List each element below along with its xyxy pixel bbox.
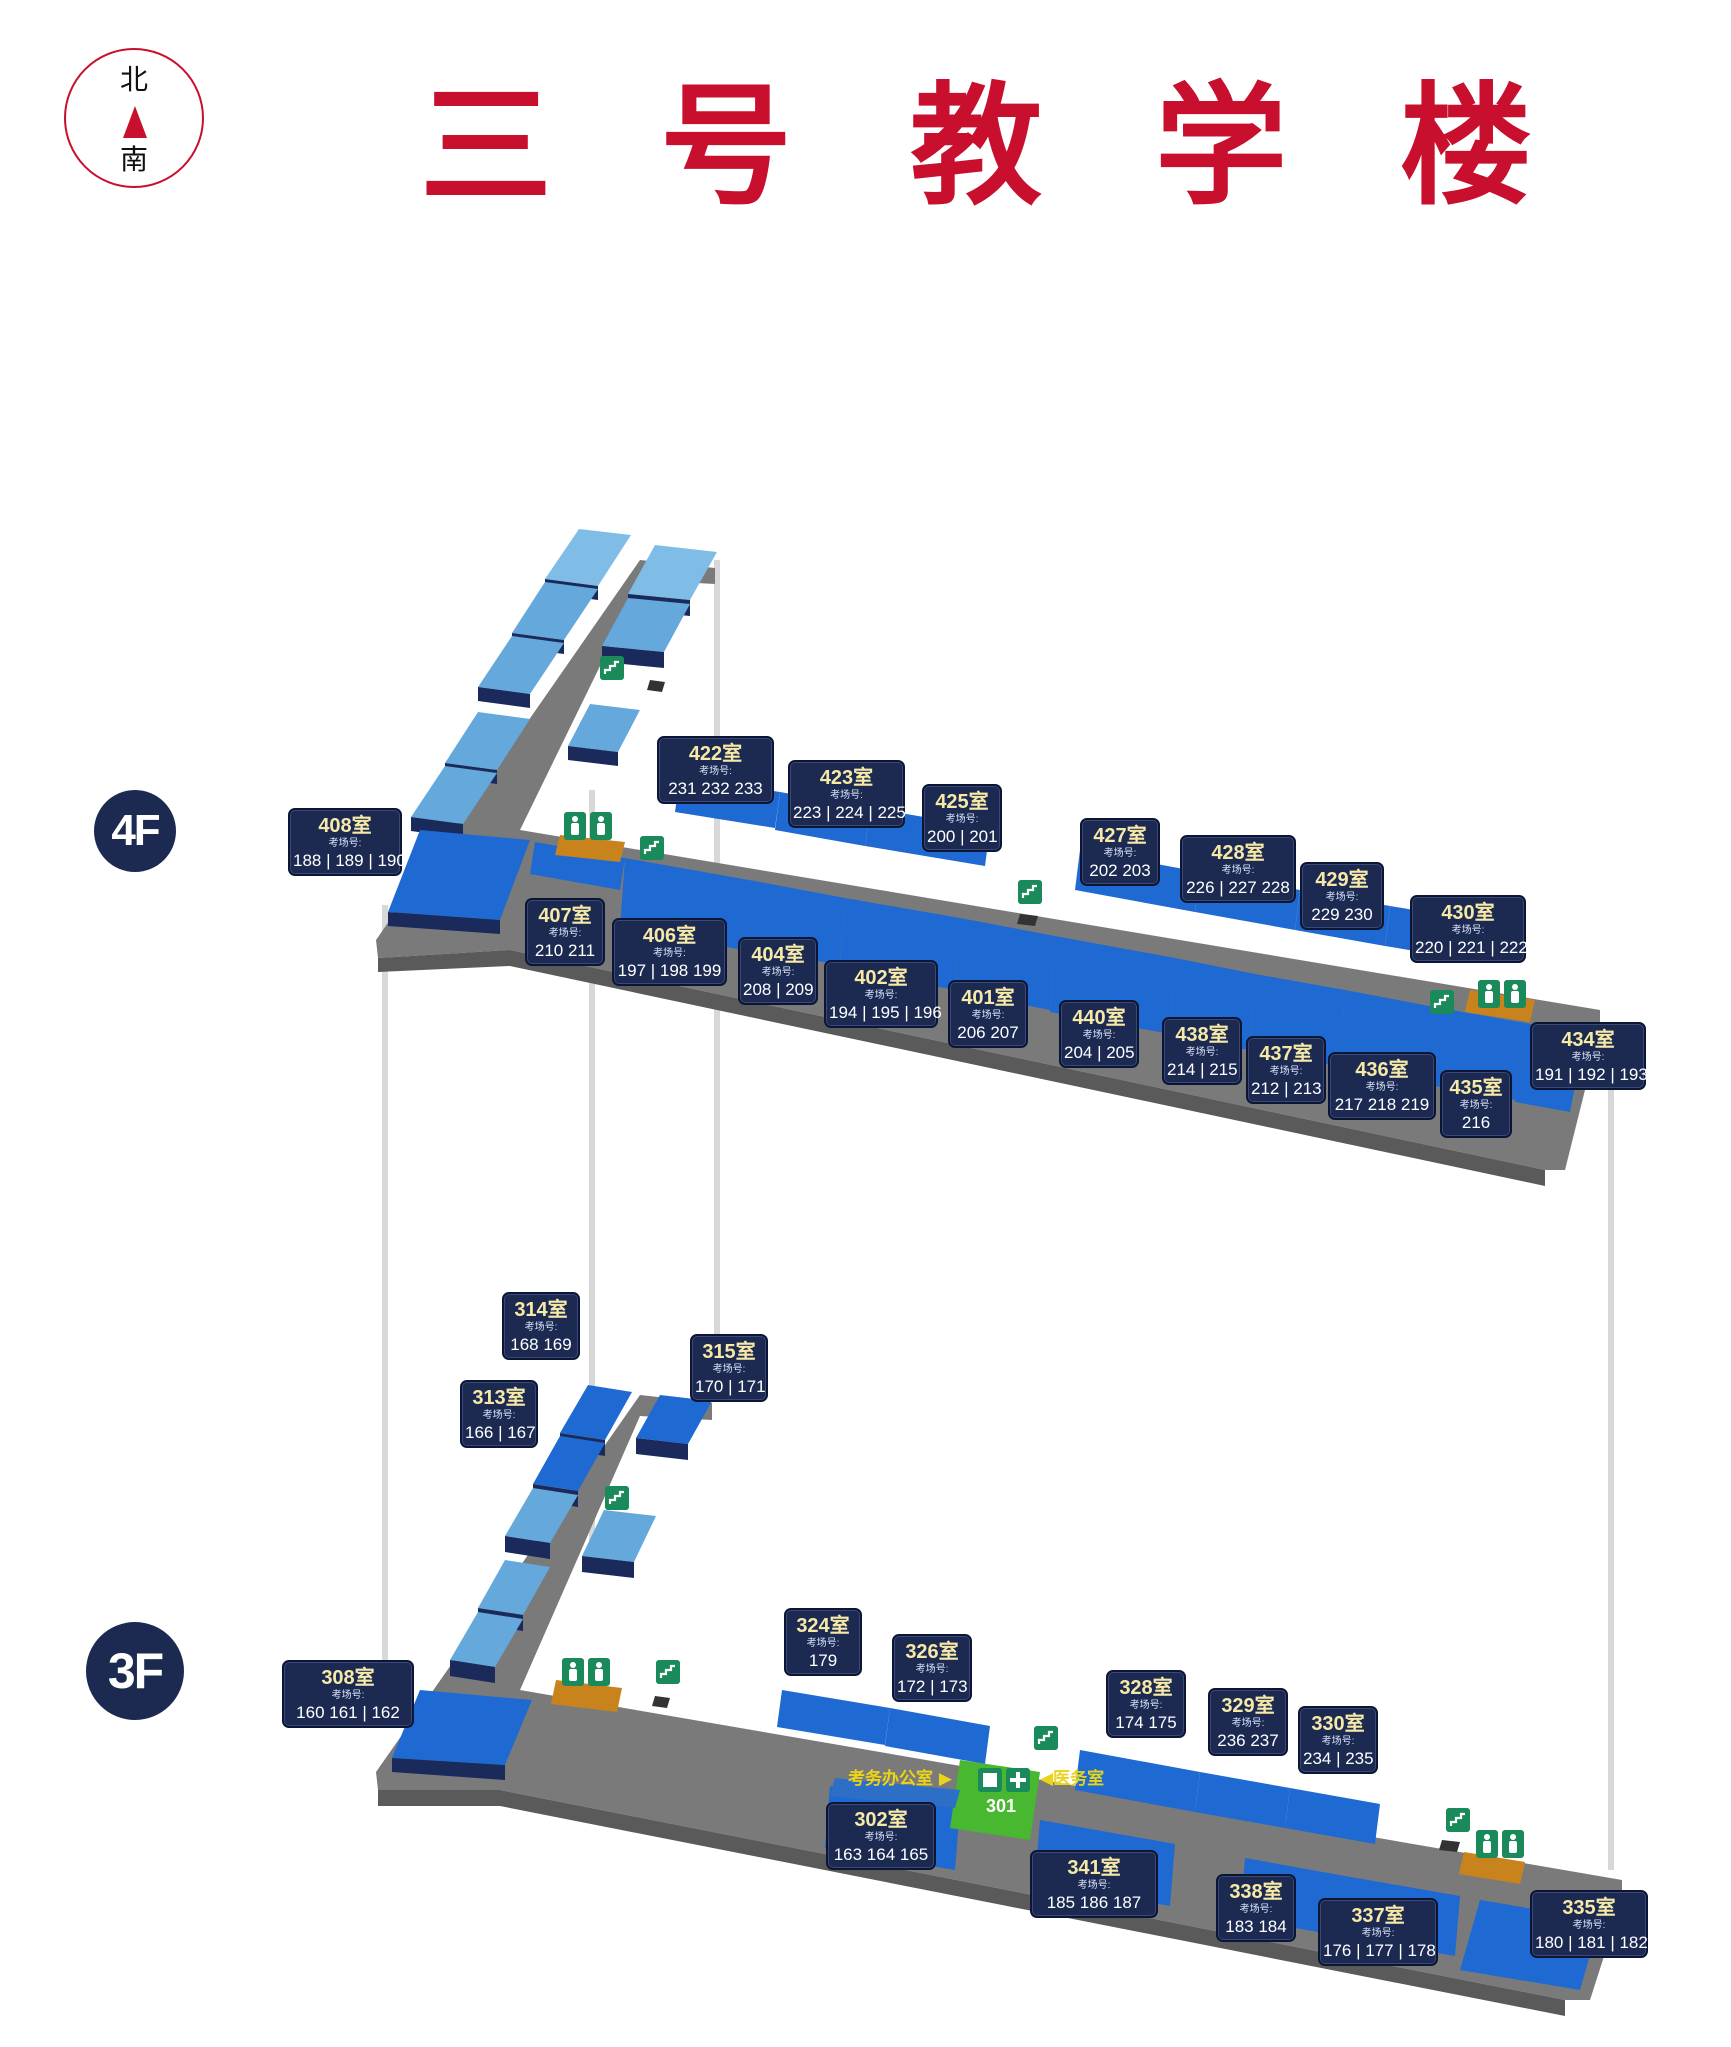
stairs-icon	[1032, 1724, 1060, 1752]
room-label[interactable]: 330室考场号:234 | 235	[1298, 1706, 1378, 1774]
title-char: 号	[660, 70, 792, 224]
room-label[interactable]: 428室考场号:226 | 227 228	[1180, 835, 1296, 903]
floor-badge-4f: 4F	[94, 790, 176, 872]
room-label[interactable]: 324室考场号:179	[784, 1608, 862, 1676]
restroom-icon	[590, 812, 612, 840]
stairs-icon	[654, 1658, 682, 1686]
restroom-icon	[1504, 980, 1526, 1008]
stairs-icon	[598, 654, 626, 682]
floor-badge-3f: 3F	[86, 1622, 184, 1720]
room-label[interactable]: 425室考场号:200 | 201	[922, 784, 1002, 852]
compass-north-label: 北	[119, 63, 148, 96]
room-label[interactable]: 404室考场号:208 | 209	[738, 937, 818, 1005]
restroom-icon	[588, 1658, 610, 1686]
title-char: 三	[420, 70, 552, 224]
room-label[interactable]: 435室考场号:216	[1440, 1070, 1512, 1138]
room-label[interactable]: 402室考场号:194 | 195 | 196	[824, 960, 942, 1028]
room-label[interactable]: 437室考场号:212 | 213	[1246, 1036, 1326, 1104]
stairs-icon	[638, 834, 666, 862]
north-wing-rooms-4f	[411, 529, 717, 838]
room-label[interactable]: 427室考场号:202 203	[1080, 818, 1160, 886]
room-label[interactable]: 315室考场号:170 | 171	[690, 1334, 768, 1402]
room-label[interactable]: 406室考场号:197 | 198 199	[612, 918, 727, 986]
room-301-label: 301	[986, 1796, 1017, 1816]
room-label[interactable]: 422室考场号:231 232 233	[657, 736, 774, 804]
room-label[interactable]: 438室考场号:214 | 215	[1162, 1017, 1242, 1085]
room-label[interactable]: 337室考场号:176 | 177 | 178	[1318, 1898, 1438, 1966]
restroom-icon	[1478, 980, 1500, 1008]
room-label[interactable]: 329室考场号:236 237	[1208, 1688, 1288, 1756]
room-label[interactable]: 314室考场号:168 169	[502, 1292, 580, 1360]
room-label[interactable]: 313室考场号:166 | 167	[460, 1380, 538, 1448]
title-char: 楼	[1400, 70, 1532, 224]
room-label[interactable]: 326室考场号:172 | 173	[892, 1634, 972, 1702]
room-label[interactable]: 436室考场号:217 218 219	[1328, 1052, 1436, 1120]
room-label[interactable]: 308室考场号:160 161 | 162	[282, 1660, 414, 1728]
room-label[interactable]: 302室考场号:163 164 165	[826, 1802, 936, 1870]
stairs-icon	[603, 1484, 631, 1512]
stairs-icon	[1444, 1806, 1472, 1834]
room-label[interactable]: 423室考场号:223 | 224 | 225	[788, 760, 906, 828]
office-icon	[983, 1773, 997, 1787]
stairs-icon	[1428, 988, 1456, 1016]
compass: 北 南	[64, 48, 204, 188]
room-label[interactable]: 440室考场号:204 | 205	[1059, 1000, 1139, 1068]
compass-arrow-icon	[123, 106, 147, 138]
room-label[interactable]: 328室考场号:174 175	[1106, 1670, 1186, 1738]
room-label[interactable]: 430室考场号:220 | 221 | 222	[1410, 895, 1528, 963]
room-label[interactable]: 407室考场号:210 211	[525, 898, 605, 966]
restroom-icon	[1476, 1830, 1498, 1858]
restroom-icon	[562, 1658, 584, 1686]
exam-office-tag: 考务办公室 ▶	[848, 1769, 952, 1789]
title-char: 学	[1155, 70, 1287, 224]
room-label[interactable]: 335室考场号:180 | 181 | 182	[1530, 1890, 1648, 1958]
compass-south-label: 南	[119, 143, 148, 176]
room-label[interactable]: 338室考场号:183 184	[1216, 1874, 1296, 1942]
room-label[interactable]: 341室考场号:185 186 187	[1030, 1850, 1158, 1918]
restroom-icon	[564, 812, 586, 840]
room-label[interactable]: 434室考场号:191 | 192 | 193	[1530, 1022, 1648, 1090]
room-label[interactable]: 408室考场号:188 | 189 | 190	[288, 808, 406, 876]
restroom-icon	[1502, 1830, 1524, 1858]
stairs-icon	[1016, 878, 1044, 906]
title-char: 教	[910, 70, 1042, 224]
room-label[interactable]: 401室考场号:206 207	[948, 980, 1028, 1048]
page-title: 三 号 教 学 楼	[420, 40, 1540, 224]
room-label[interactable]: 429室考场号:229 230	[1300, 862, 1384, 930]
medical-room-tag: ◀医务室	[1040, 1769, 1105, 1789]
medical-cross-icon	[1010, 1772, 1026, 1788]
north-wing-rooms-3f	[450, 1385, 712, 1683]
